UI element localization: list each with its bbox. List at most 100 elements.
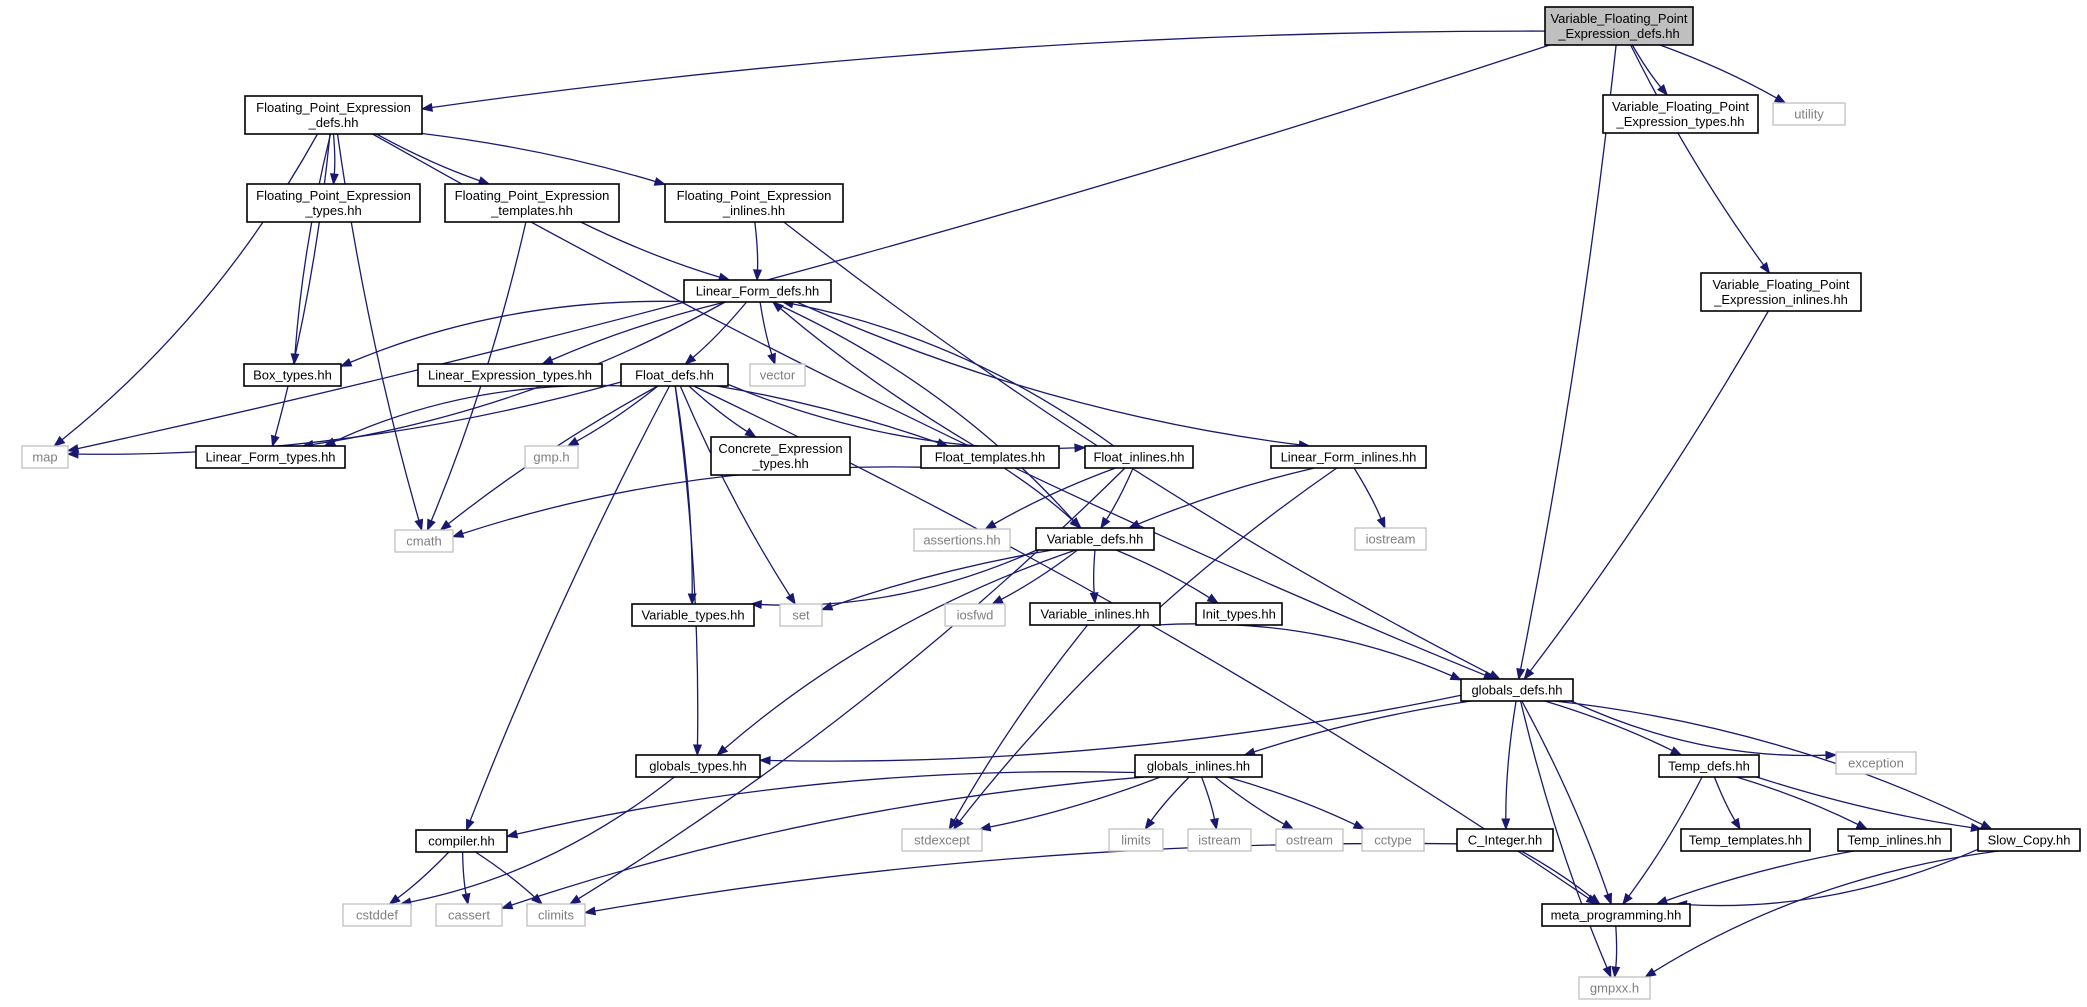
- node-init-types[interactable]: Init_types.hh: [1195, 602, 1283, 626]
- node-lf-inlines[interactable]: Linear_Form_inlines.hh: [1270, 445, 1427, 469]
- node-variable-inlines[interactable]: Variable_inlines.hh: [1029, 602, 1161, 626]
- node-le-types[interactable]: Linear_Expression_types.hh: [417, 363, 603, 387]
- arrowhead-fpe_defs-to-map: [53, 435, 66, 447]
- node-box: [664, 183, 844, 223]
- node-cstddef: cstddef: [342, 903, 412, 927]
- node-box-types[interactable]: Box_types.hh: [243, 363, 342, 387]
- node-float-defs[interactable]: Float_defs.hh: [620, 363, 729, 387]
- node-utility: utility: [1772, 102, 1846, 126]
- node-compiler[interactable]: compiler.hh: [415, 829, 508, 853]
- edge-lf_inlines-to-stdexcept: [959, 467, 1338, 822]
- node-cassert: cassert: [435, 903, 503, 927]
- node-float-inlines[interactable]: Float_inlines.hh: [1084, 445, 1194, 469]
- node-fpe-inlines[interactable]: Floating_Point_Expression_inlines.hh: [664, 183, 844, 223]
- edge-vfpe_inlines-to-globals_defs: [1529, 310, 1769, 672]
- arrowhead-lf_defs-to-box_types: [339, 358, 353, 367]
- node-label: cctype: [1374, 833, 1412, 848]
- arrowhead-float_defs-to-gmp_h: [566, 436, 580, 447]
- edge-variable_defs-to-set: [831, 549, 1053, 607]
- edge-vfpe_defs-to-globals_defs: [1519, 44, 1617, 670]
- node-label: exception: [1848, 756, 1904, 771]
- node-label: Linear_Expression_types.hh: [428, 368, 592, 383]
- node-box: [1977, 828, 2081, 852]
- node-label: Variable_Floating_Point: [1550, 11, 1687, 26]
- node-globals-defs[interactable]: globals_defs.hh: [1460, 678, 1574, 702]
- node-box: [1544, 6, 1694, 46]
- node-fpe-defs[interactable]: Floating_Point_Expression_defs.hh: [244, 95, 423, 135]
- node-box: [1658, 754, 1760, 778]
- edge-lf_defs-to-lf_types: [312, 301, 726, 446]
- node-box: [246, 183, 421, 223]
- node-globals-inlines[interactable]: globals_inlines.hh: [1134, 754, 1263, 778]
- node-variable-types[interactable]: Variable_types.hh: [631, 603, 755, 627]
- node-box: [683, 279, 832, 303]
- node-label: gmp.h: [533, 450, 569, 465]
- node-stdexcept: stdexcept: [901, 828, 983, 852]
- node-label: cstddef: [356, 908, 398, 923]
- edge-fpe_defs-to-box_types: [294, 133, 332, 355]
- node-label: cassert: [448, 908, 490, 923]
- node-ce-types[interactable]: Concrete_Expression_types.hh: [710, 436, 851, 476]
- node-variable-defs[interactable]: Variable_defs.hh: [1035, 527, 1155, 551]
- node-label: assertions.hh: [923, 533, 1000, 548]
- edge-meta_programming-to-gmpxx: [1615, 925, 1618, 968]
- node-box: [913, 528, 1011, 552]
- node-temp-defs[interactable]: Temp_defs.hh: [1658, 754, 1760, 778]
- node-lf-types[interactable]: Linear_Form_types.hh: [195, 445, 346, 469]
- arrowhead-float_inlines-to-climits: [568, 894, 582, 905]
- edge-float_templates-to-cmath: [462, 466, 922, 535]
- node-label: globals_inlines.hh: [1147, 759, 1250, 774]
- node-box: [901, 828, 983, 852]
- node-lf-defs[interactable]: Linear_Form_defs.hh: [683, 279, 832, 303]
- arrowhead-vfpe_defs-to-vfpe_types: [1657, 84, 1669, 97]
- arrowhead-vfpe_defs-to-fpe_defs: [420, 102, 433, 112]
- node-map: map: [21, 445, 69, 469]
- node-box: [243, 363, 342, 387]
- node-fpe-types[interactable]: Floating_Point_Expression_types.hh: [246, 183, 421, 223]
- edge-temp_defs-to-meta_programming: [1628, 776, 1703, 897]
- node-label: Linear_Form_types.hh: [205, 450, 335, 465]
- arrowhead-vfpe_defs-to-utility: [1773, 93, 1787, 104]
- node-temp-inlines[interactable]: Temp_inlines.hh: [1837, 828, 1952, 852]
- arrowhead-variable_defs-to-set: [820, 601, 834, 611]
- node-c-integer[interactable]: C_Integer.hh: [1456, 828, 1554, 852]
- edge-variable_defs-to-variable_inlines: [1093, 549, 1096, 594]
- arrowhead-globals_inlines-to-compiler: [505, 829, 519, 839]
- arrowhead-variable_inlines-to-stdexcept: [948, 817, 959, 831]
- arrowhead-variable_defs-to-variable_types: [749, 600, 762, 610]
- node-label: vector: [760, 368, 796, 383]
- node-globals-types[interactable]: globals_types.hh: [635, 754, 761, 778]
- arrowhead-float_templates-to-lf_defs: [771, 301, 784, 313]
- node-box: [631, 603, 755, 627]
- node-label: C_Integer.hh: [1468, 833, 1542, 848]
- node-climits: climits: [526, 903, 586, 927]
- edge-lf_defs-to-lf_inlines: [796, 301, 1300, 446]
- node-box: [1195, 602, 1283, 626]
- node-meta-programming[interactable]: meta_programming.hh: [1541, 903, 1691, 927]
- edge-vfpe_defs-to-vfpe_inlines: [1630, 44, 1765, 266]
- node-slow-copy[interactable]: Slow_Copy.hh: [1977, 828, 2081, 852]
- node-exception: exception: [1835, 751, 1917, 775]
- arrowhead-globals_defs-to-meta_programming: [1603, 892, 1613, 906]
- edge-float_defs-to-compiler: [469, 385, 671, 821]
- node-box: [444, 183, 620, 223]
- node-temp-templates[interactable]: Temp_templates.hh: [1680, 828, 1811, 852]
- node-float-templates[interactable]: Float_templates.hh: [920, 445, 1060, 469]
- node-gmp-h: gmp.h: [524, 445, 579, 469]
- node-box: [1134, 754, 1263, 778]
- node-label: Variable_inlines.hh: [1041, 607, 1150, 622]
- arrowhead-globals_defs-to-globals_types: [758, 755, 771, 766]
- arrowhead-globals_defs-to-temp_defs: [1669, 746, 1683, 756]
- arrowhead-lf_inlines-to-iostream: [1376, 516, 1386, 530]
- node-vfpe-types[interactable]: Variable_Floating_Point_Expression_types…: [1602, 94, 1759, 134]
- node-vfpe-inlines[interactable]: Variable_Floating_Point_Expression_inlin…: [1700, 272, 1862, 312]
- arrowhead-float_defs-to-ce_types: [744, 427, 757, 438]
- node-box: [526, 903, 586, 927]
- edge-float_templates-to-variable_defs: [1003, 467, 1075, 522]
- edge-globals_defs-to-globals_types: [769, 694, 1462, 762]
- arrowhead-float_defs-to-cmath: [439, 519, 452, 531]
- node-vfpe-defs[interactable]: Variable_Floating_Point_Expression_defs.…: [1544, 6, 1694, 46]
- edge-lf_defs-to-vector: [759, 301, 773, 355]
- node-label: compiler.hh: [428, 834, 494, 849]
- node-fpe-templates[interactable]: Floating_Point_Expression_templates.hh: [444, 183, 620, 223]
